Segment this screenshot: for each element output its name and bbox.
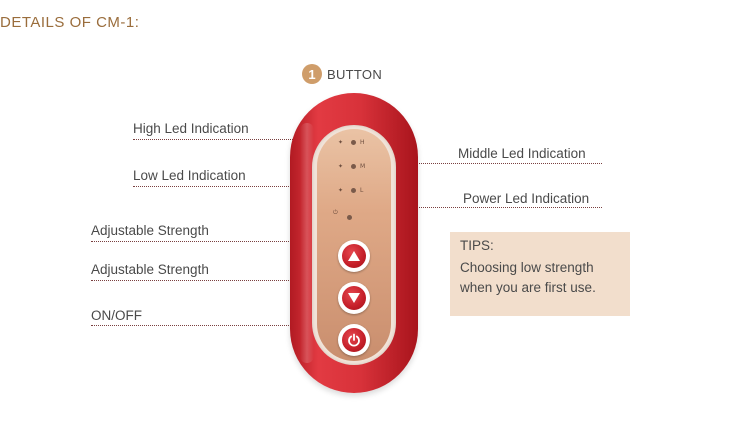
label-power-led: Power Led Indication: [463, 191, 590, 206]
badge-number: 1: [302, 64, 322, 84]
tips-title: TIPS:: [460, 238, 494, 253]
power-button[interactable]: [338, 324, 370, 356]
led-indicator-icon: ✦: [338, 163, 344, 170]
leader-strength-down: [91, 280, 331, 281]
led-indicator-icon: ✦: [338, 139, 344, 146]
up-arrow-icon: [348, 251, 360, 261]
led-power: [347, 215, 352, 220]
led-high: [351, 140, 356, 145]
led-indicator-icon: M: [360, 163, 366, 170]
label-strength-down: Adjustable Strength: [91, 262, 209, 277]
led-low: [351, 188, 356, 193]
leader-power-led: [364, 207, 602, 208]
power-icon: [348, 333, 360, 347]
label-high-led: High Led Indication: [133, 121, 249, 136]
section-badge: 1 BUTTON: [302, 64, 382, 84]
down-arrow-icon: [348, 293, 360, 303]
label-middle-led: Middle Led Indication: [458, 146, 586, 161]
leader-on-off: [91, 325, 331, 326]
device-controller: ✦ H ✦ M ✦ L ⏻: [290, 93, 418, 393]
tips-box: TIPS: Choosing low strength when you are…: [450, 232, 630, 316]
led-middle: [351, 164, 356, 169]
device-shine: [300, 123, 314, 363]
led-indicator-icon: ⏻: [333, 209, 338, 216]
leader-low-led: [133, 186, 333, 187]
label-on-off: ON/OFF: [91, 308, 142, 323]
strength-up-button[interactable]: [338, 240, 370, 272]
leader-high-led: [133, 139, 333, 140]
page-heading: DETAILS OF CM-1:: [0, 14, 140, 31]
leader-middle-led: [372, 163, 602, 164]
led-indicator-icon: L: [360, 187, 364, 194]
strength-down-button[interactable]: [338, 282, 370, 314]
label-strength-up: Adjustable Strength: [91, 223, 209, 238]
tips-body: Choosing low strength when you are first…: [460, 258, 620, 298]
tips-line-1: Choosing low strength: [460, 260, 594, 275]
tips-line-2: when you are first use.: [460, 280, 596, 295]
badge-text: BUTTON: [327, 66, 383, 82]
led-indicator-icon: H: [360, 139, 365, 146]
led-indicator-icon: ✦: [338, 187, 344, 194]
leader-strength-up: [91, 241, 331, 242]
label-low-led: Low Led Indication: [133, 168, 246, 183]
control-panel: ✦ H ✦ M ✦ L ⏻: [317, 129, 391, 361]
